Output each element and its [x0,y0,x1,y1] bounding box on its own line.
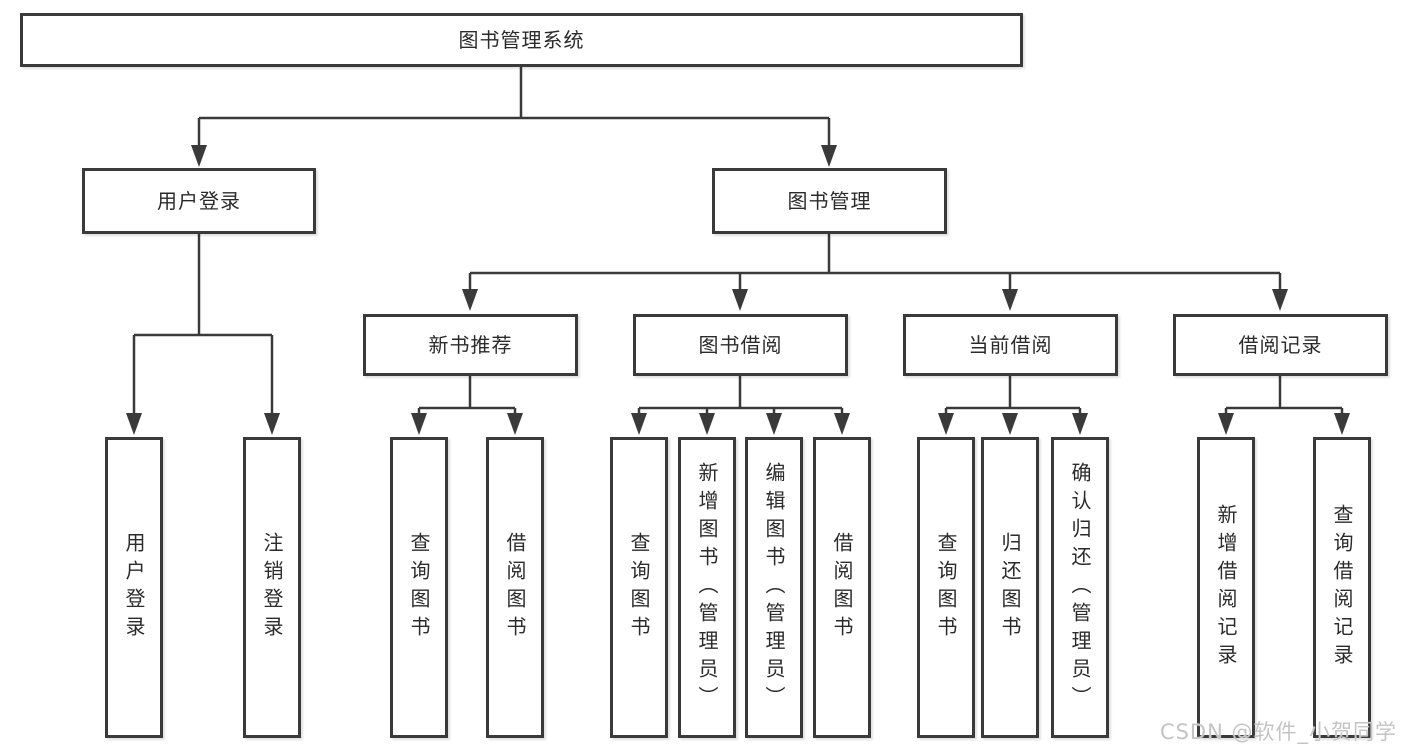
leaf-edit-books-admin: 编辑图书（管理员） [745,437,803,738]
leaf-logout: 注销登录 [243,437,301,738]
node-root-system: 图书管理系统 [20,13,1023,67]
leaf-search-borrow-record: 查询借阅记录 [1313,437,1371,738]
node-user-login: 用户登录 [82,168,316,234]
leaf-add-books-admin: 新增图书（管理员） [678,437,736,738]
node-new-book-recommend: 新书推荐 [363,314,578,376]
node-book-borrow: 图书借阅 [633,314,848,376]
leaf-user-login: 用户登录 [105,437,163,738]
leaf-search-books-borrow: 查询图书 [610,437,668,738]
leaf-borrow-books-recommend: 借阅图书 [486,437,544,738]
leaf-search-books-current: 查询图书 [917,437,975,738]
node-current-borrow: 当前借阅 [903,314,1118,376]
node-book-management: 图书管理 [712,168,947,234]
node-borrow-records: 借阅记录 [1173,314,1388,376]
watermark: CSDN @软件_小贺同学 [1159,720,1397,744]
leaf-borrow-books: 借阅图书 [813,437,871,738]
leaf-return-books: 归还图书 [981,437,1039,738]
leaf-add-borrow-record: 新增借阅记录 [1197,437,1255,738]
leaf-confirm-return-admin: 确认归还（管理员） [1051,437,1109,738]
leaf-search-books-recommend: 查询图书 [390,437,448,738]
